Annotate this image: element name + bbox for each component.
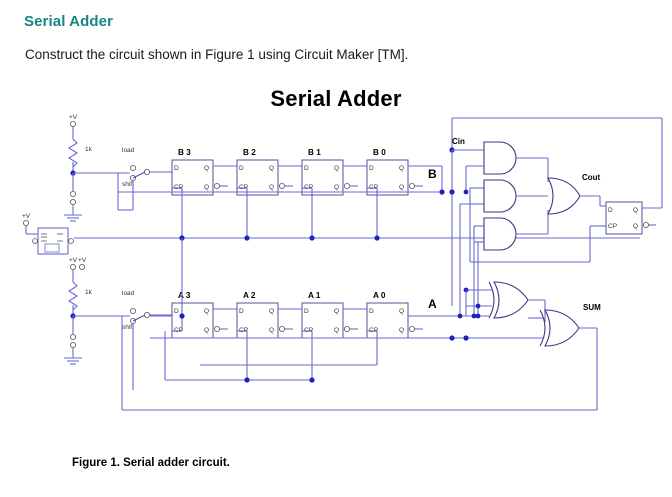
- a-register: A 3 D CP Q Q A 2 D CP Q Q A 1 D CP Q: [150, 238, 490, 380]
- intro-paragraph: Construct the circuit shown in Figure 1 …: [25, 47, 409, 62]
- vcc-label-bottom: +V: [69, 257, 78, 264]
- load-label-a: load: [122, 290, 135, 297]
- sum-label: SUM: [583, 303, 601, 312]
- vcc-label-top: +V: [69, 114, 78, 121]
- node-fb-a2: [244, 377, 250, 383]
- pin-qbar-a1: Q: [334, 327, 339, 334]
- pin-q-b1: Q: [334, 165, 339, 172]
- and-gate-2[interactable]: [470, 179, 548, 213]
- pin-q-a1: Q: [334, 308, 339, 315]
- pin-d-a1: D: [304, 308, 309, 315]
- pin-d-a3: D: [174, 308, 179, 315]
- node-b-and1: [463, 189, 469, 195]
- power-supply-top: +V 1k: [64, 114, 93, 222]
- bus-label-b: B: [428, 167, 437, 181]
- node-cin-b: [449, 189, 455, 195]
- pin-d-b2: D: [239, 165, 244, 172]
- b-register: B 3 D CP Q Q B 2 D CP Q Q B 1 D CP Q: [118, 148, 445, 238]
- pin-qbar-b1: Q: [334, 184, 339, 191]
- switch-b-register[interactable]: load shift: [73, 147, 172, 211]
- flipflop-a2-label: A 2: [243, 291, 256, 300]
- bus-label-a: A: [428, 297, 437, 311]
- pin-qbar-carry: Q: [633, 223, 638, 230]
- pin-qbar-a0: Q: [399, 327, 404, 334]
- node-a-206-2: [471, 313, 477, 319]
- pin-q-b3: Q: [204, 165, 209, 172]
- node-clk-b2: [244, 235, 250, 241]
- pin-d-a0: D: [369, 308, 374, 315]
- figure-caption: Figure 1. Serial adder circuit.: [72, 457, 230, 469]
- xor-gate-1[interactable]: [463, 281, 546, 322]
- flipflop-b0-label: B 0: [373, 148, 386, 157]
- pin-q-a0: Q: [399, 308, 404, 315]
- flipflop-a3[interactable]: A 3 D CP Q Q: [171, 291, 237, 339]
- flipflop-b1-label: B 1: [308, 148, 321, 157]
- node-xor1-in2: [475, 303, 481, 309]
- flipflop-a2[interactable]: A 2 D CP Q Q: [236, 291, 302, 339]
- figure-title: Serial Adder: [270, 86, 402, 111]
- flipflop-a1-label: A 1: [308, 291, 321, 300]
- load-label-b: load: [122, 147, 135, 154]
- flipflop-a0[interactable]: A 0 D CP Q Q: [366, 291, 490, 339]
- node-a-bus-1: [449, 335, 455, 341]
- node-bus-b: [439, 189, 445, 195]
- page-title: Serial Adder: [24, 13, 114, 30]
- carry-flipflop[interactable]: D CP Q Q: [451, 117, 663, 263]
- gate-input-bus: [459, 166, 484, 316]
- node-clk-b0: [374, 235, 380, 241]
- node-clk-b1: [309, 235, 315, 241]
- flipflop-a3-label: A 3: [178, 291, 191, 300]
- cin-label: Cin: [452, 137, 465, 146]
- pin-q-a2: Q: [269, 308, 274, 315]
- switch-a-register[interactable]: load shift: [73, 290, 172, 390]
- node-clk-a3: [179, 313, 185, 319]
- and-gate-1[interactable]: [466, 141, 549, 182]
- node-a-bus-2: [463, 335, 469, 341]
- cin-signal: Cin: [449, 137, 484, 306]
- pin-qbar-a3: Q: [204, 327, 209, 334]
- clock-vcc-label: +V: [22, 213, 31, 220]
- pin-q-b0: Q: [399, 165, 404, 172]
- flipflop-a0-label: A 0: [373, 291, 386, 300]
- node-fb-a1: [309, 377, 315, 383]
- pin-d-b0: D: [369, 165, 374, 172]
- and-gate-3[interactable]: [474, 210, 549, 251]
- pin-q-a3: Q: [204, 308, 209, 315]
- pin-qbar-b0: Q: [399, 184, 404, 191]
- sum-feedback-loop: [121, 316, 597, 411]
- power-supply-bottom: +V 1k: [64, 257, 93, 365]
- flipflop-b3-label: B 3: [178, 148, 191, 157]
- node-a-206-3: [475, 313, 481, 319]
- pin-cp-carry: CP: [608, 223, 617, 230]
- pin-d-carry: D: [608, 207, 613, 214]
- pin-d-b1: D: [304, 165, 309, 172]
- cout-label: Cout: [582, 173, 601, 182]
- xor-gate-2[interactable]: SUM: [474, 303, 601, 410]
- or-gate-cout[interactable]: Cout: [547, 173, 601, 215]
- pin-d-a2: D: [239, 308, 244, 315]
- circuit-schematic: +V 1k load shift B 3 D: [0, 110, 672, 440]
- clock-source[interactable]: +V +V: [22, 213, 640, 270]
- a-bus-lines: [150, 313, 481, 341]
- shift-label-b: shift: [122, 181, 134, 188]
- pin-q-carry: Q: [633, 207, 638, 214]
- node-a-206-1: [457, 313, 463, 319]
- pin-q-b2: Q: [269, 165, 274, 172]
- resistor-label-top: 1k: [85, 146, 93, 153]
- flipflop-b2-label: B 2: [243, 148, 256, 157]
- pin-d-b3: D: [174, 165, 179, 172]
- resistor-label-bottom: 1k: [85, 289, 93, 296]
- pin-qbar-b3: Q: [204, 184, 209, 191]
- pin-qbar-b2: Q: [269, 184, 274, 191]
- pin-qbar-a2: Q: [269, 327, 274, 334]
- shift-label-a: shift: [122, 324, 134, 331]
- flipflop-b0[interactable]: B 0 D CP Q Q: [366, 148, 443, 196]
- clock-ground-label: +V: [78, 257, 87, 264]
